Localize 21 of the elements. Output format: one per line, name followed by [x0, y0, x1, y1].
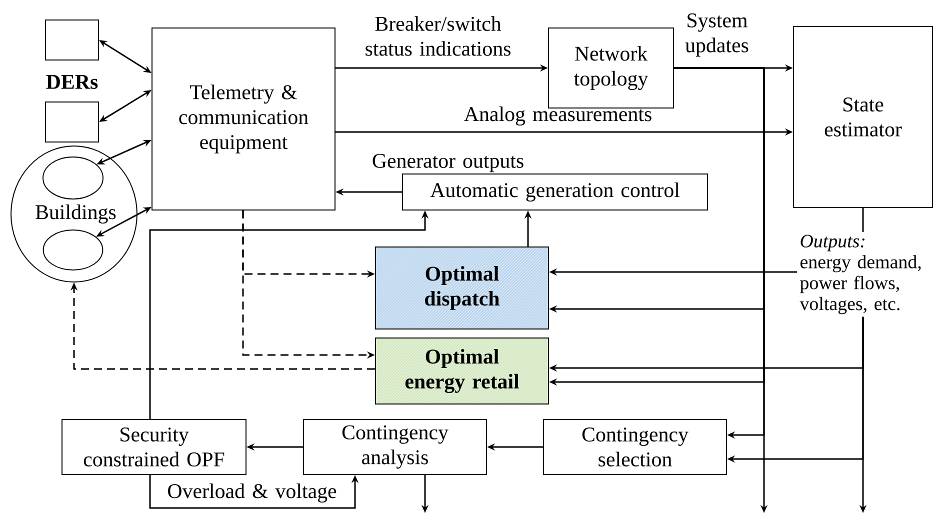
der-box: [45, 102, 99, 142]
edge-label: System updates: [685, 13, 748, 57]
building-ellipse: [42, 230, 104, 270]
hatched-box: Optimal energy retail: [375, 338, 549, 404]
process-box: Network topology: [548, 28, 674, 108]
process-box: Telemetry & communication equipment: [152, 28, 336, 210]
group-label: DERs: [46, 75, 98, 89]
edge-label: Overload & voltage: [168, 483, 336, 502]
output-note: Outputs: energy demand, power flows, voltages, etc.: [800, 234, 921, 314]
der-box: [45, 20, 99, 60]
line: [862, 208, 864, 232]
hatched-box: Optimal dispatch: [375, 246, 549, 330]
building-ellipse: [42, 156, 104, 200]
edge-label: Generator outputs: [372, 154, 524, 172]
process-box: State estimator: [793, 26, 933, 208]
process-box: Contingency selection: [543, 419, 727, 475]
edge-label: Breaker/switch status indications: [366, 16, 510, 56]
edge-label: Analog measurements: [464, 106, 652, 126]
process-box: Security constrained OPF: [62, 419, 246, 475]
process-box: Automatic generation control: [402, 174, 708, 210]
process-box: Contingency analysis: [303, 419, 487, 475]
